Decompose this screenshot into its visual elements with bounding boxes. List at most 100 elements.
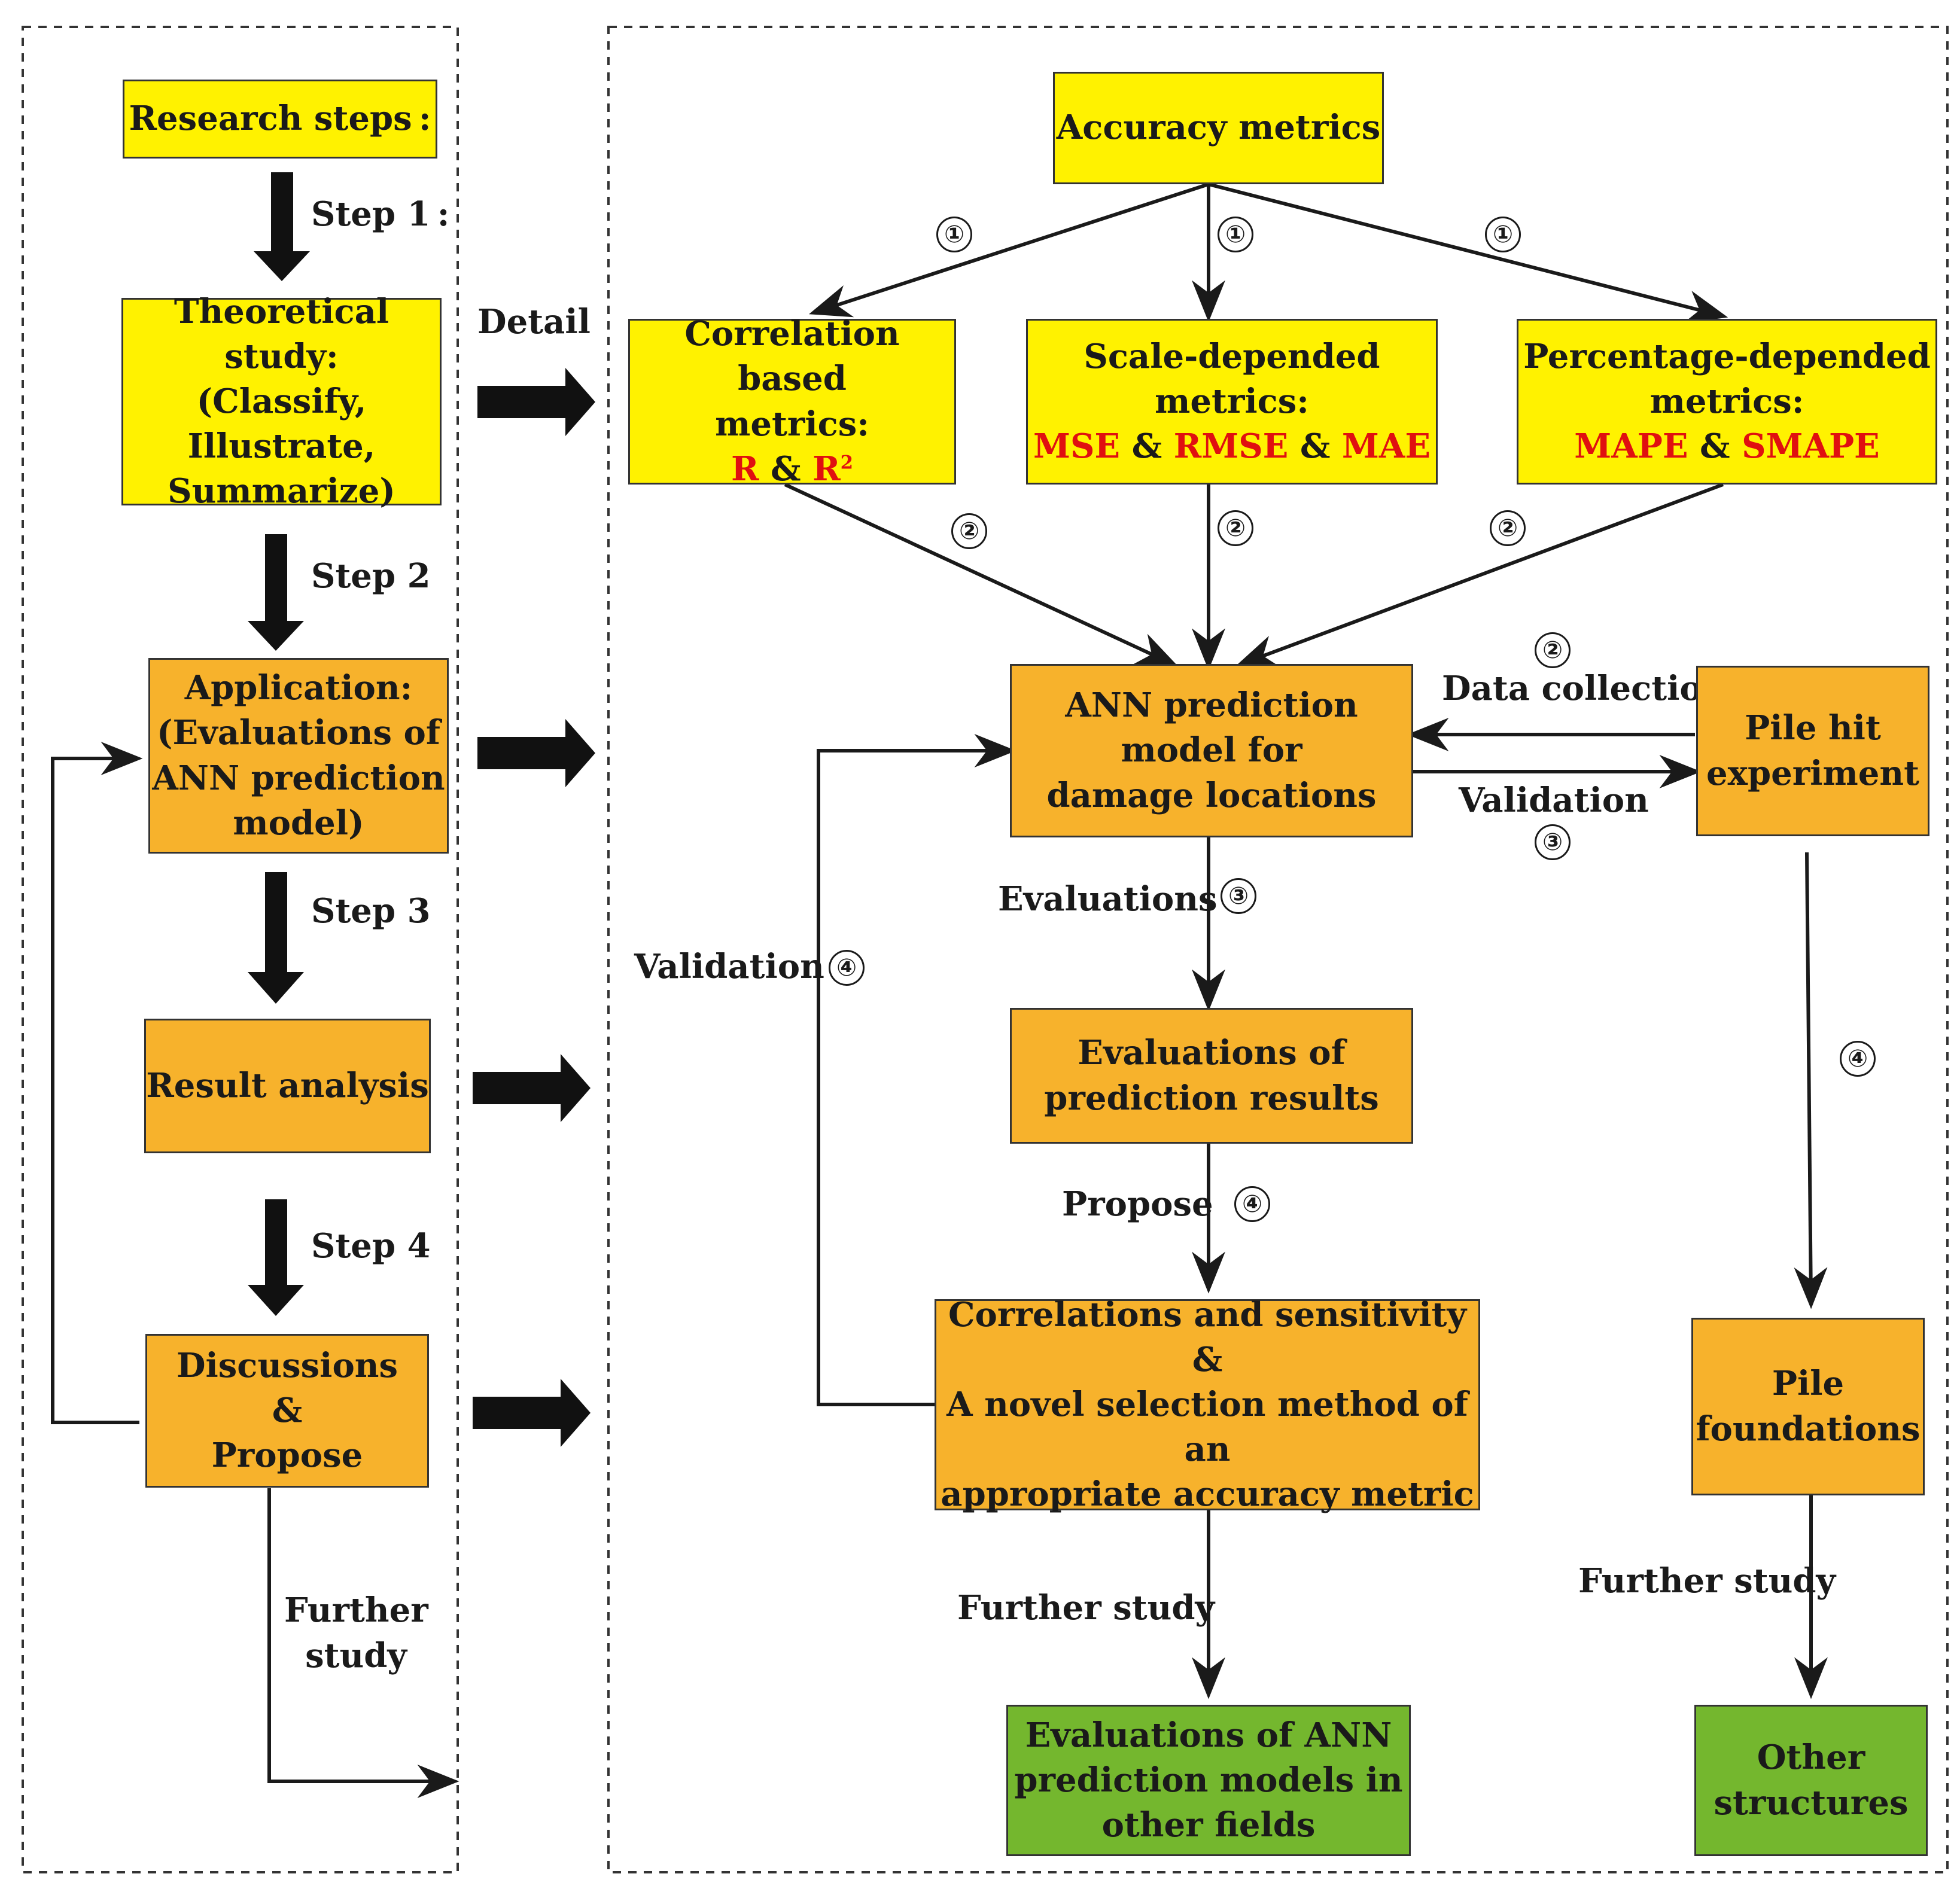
- step-number-2d: ②: [1535, 632, 1571, 668]
- ann-line-3: damage locations: [1046, 775, 1377, 815]
- theoretical-study-box: Theoretical study: (Classify, Illustrate…: [121, 292, 442, 511]
- scale-line-2: metrics:: [1155, 381, 1309, 421]
- amp: &: [771, 449, 801, 489]
- data-collection-label: Data collection: [1442, 669, 1727, 708]
- eval-other-fields-box: Evaluations of ANN prediction models in …: [1006, 1705, 1411, 1856]
- arrow-validation-loop: [817, 734, 1016, 1406]
- detail-arrow-1: [477, 368, 595, 436]
- other-structures-box: Other structures: [1694, 1705, 1928, 1856]
- amp: &: [1299, 426, 1331, 467]
- step1-arrow: [254, 172, 310, 281]
- pile-foundations-line-1: Pile: [1772, 1364, 1845, 1404]
- step-number-3b: ③: [1221, 878, 1256, 914]
- right-panel-border: [607, 26, 1949, 1873]
- pile-hit-line-1: Pile hit: [1745, 708, 1881, 748]
- accuracy-metrics-box: Accuracy metrics: [1053, 72, 1384, 184]
- step-number-1b: ①: [1218, 217, 1253, 252]
- theoretical-line-4: Summarize): [168, 471, 395, 511]
- validation-right-label: Validation: [1459, 781, 1649, 820]
- discussions-line-1: Discussions: [176, 1345, 398, 1385]
- further-study-right-label: Further study: [1578, 1561, 1836, 1601]
- metric-r: R: [731, 449, 759, 489]
- research-steps-box: Research steps :: [123, 80, 437, 159]
- correlation-line-1: Correlation based: [684, 314, 900, 399]
- application-line-3: ANN prediction: [152, 758, 445, 798]
- metric-smape: SMAPE: [1742, 426, 1880, 467]
- ann-line-1: ANN prediction: [1065, 685, 1358, 726]
- propose-label: Propose: [1062, 1184, 1213, 1224]
- step-number-2a: ②: [951, 513, 987, 549]
- eval-other-line-2: prediction models in: [1014, 1760, 1403, 1800]
- ann-model-box: ANN prediction model for damage location…: [1010, 664, 1413, 837]
- pile-foundations-box: Pile foundations: [1691, 1318, 1925, 1495]
- left-further-study-label: Further study: [284, 1588, 428, 1678]
- application-line-1: Application:: [184, 668, 413, 708]
- eval-other-line-3: other fields: [1101, 1805, 1316, 1845]
- application-line-4: model): [233, 803, 364, 843]
- step-number-4b: ④: [1840, 1041, 1876, 1077]
- evaluations-label: Evaluations: [998, 879, 1218, 919]
- arrow-percentage-to-ann: [1235, 483, 1724, 668]
- step4-arrow: [248, 1199, 304, 1316]
- metric-mape: MAPE: [1574, 426, 1688, 467]
- left-further-study-arrow: [267, 1488, 459, 1798]
- application-line-2: (Evaluations of: [157, 713, 440, 753]
- eval-other-line-1: Evaluations of ANN: [1025, 1715, 1392, 1755]
- amp: &: [1700, 426, 1730, 467]
- step-number-1a: ①: [936, 217, 972, 252]
- metric-mae: MAE: [1341, 426, 1431, 467]
- percentage-metric-list: MAPE & SMAPE: [1574, 424, 1879, 469]
- step-number-2b: ②: [1218, 510, 1253, 546]
- discussions-line-2: &: [272, 1390, 303, 1430]
- correlations-line-3: A novel selection method of an: [946, 1384, 1468, 1470]
- left-further-study-line-1: Further: [284, 1591, 428, 1630]
- percentage-line-2: metrics:: [1649, 381, 1804, 421]
- correlations-line-4: appropriate accuracy metric: [941, 1474, 1474, 1515]
- other-structures-line-2: structures: [1714, 1783, 1909, 1823]
- correlations-sensitivity-box: Correlations and sensitivity & A novel s…: [935, 1295, 1480, 1514]
- step1-label: Step 1 :: [311, 194, 450, 234]
- arrow-accuracy-to-correlation: [809, 182, 1209, 318]
- left-panel-border: [22, 26, 459, 1873]
- theoretical-line-1: Theoretical study:: [174, 291, 389, 376]
- scale-line-1: Scale-depended: [1084, 336, 1380, 376]
- eval-results-line-1: Evaluations of: [1078, 1033, 1346, 1073]
- percentage-line-1: Percentage-depended: [1523, 336, 1931, 376]
- accuracy-metrics-label: Accuracy metrics: [1056, 108, 1381, 148]
- step-number-4a: ④: [829, 950, 865, 986]
- detail-arrow-3: [473, 1054, 591, 1122]
- step4-label: Step 4: [311, 1226, 431, 1266]
- pile-foundations-line-2: foundations: [1696, 1409, 1921, 1449]
- correlation-line-2: metrics:: [715, 404, 869, 444]
- step-arrows: [248, 172, 310, 1316]
- detail-label: Detail: [477, 302, 591, 342]
- metric-r2-sup: 2: [840, 451, 854, 473]
- theoretical-line-2: (Classify,: [196, 381, 367, 421]
- correlations-line-1: Correlations and sensitivity: [948, 1294, 1467, 1335]
- eval-results-box: Evaluations of prediction results: [1010, 1008, 1413, 1144]
- arrow-pile-hit-to-foundations: [1794, 852, 1828, 1309]
- scale-metrics-box: Scale-depended metrics: MSE & RMSE & MAE: [1026, 319, 1438, 485]
- correlation-metrics-box: Correlation based metrics: R & R2: [628, 314, 956, 489]
- detail-arrows: [473, 368, 595, 1447]
- discussions-box: Discussions & Propose: [145, 1334, 429, 1488]
- step3-label: Step 3: [311, 891, 431, 931]
- step2-label: Step 2: [311, 556, 431, 596]
- metric-r2-base: R: [812, 449, 841, 489]
- step3-arrow: [248, 872, 304, 1004]
- step2-arrow: [248, 534, 304, 651]
- other-structures-line-1: Other: [1757, 1738, 1865, 1778]
- step-number-2c: ②: [1490, 510, 1526, 546]
- scale-metric-list: MSE & RMSE & MAE: [1033, 424, 1431, 469]
- eval-results-line-2: prediction results: [1044, 1078, 1379, 1118]
- metric-r2: R2: [812, 449, 853, 489]
- left-further-study-line-2: study: [305, 1635, 407, 1675]
- arrow-accuracy-to-percentage: [1208, 182, 1728, 324]
- step-number-4c: ④: [1234, 1186, 1270, 1222]
- metric-mse: MSE: [1033, 426, 1121, 467]
- pile-hit-experiment-box: Pile hit experiment: [1696, 666, 1929, 836]
- left-feedback-arrow: [51, 742, 143, 1424]
- detail-arrow-4: [473, 1379, 591, 1447]
- correlation-metric-list: R & R2: [731, 447, 853, 492]
